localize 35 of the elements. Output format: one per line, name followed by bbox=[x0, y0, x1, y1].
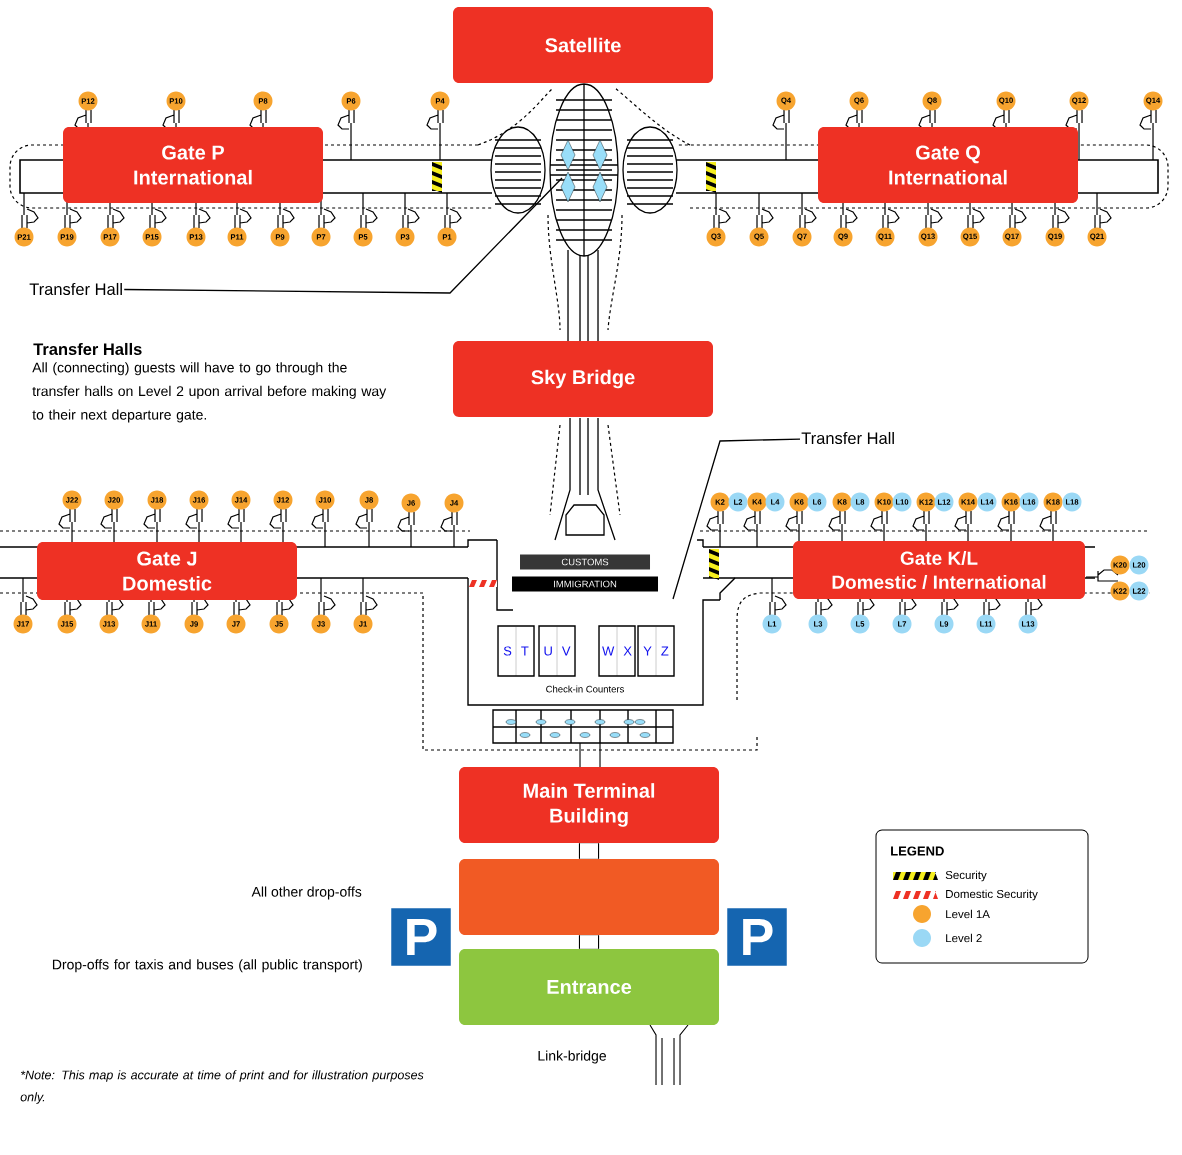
legend-label: Security bbox=[945, 870, 987, 882]
label-box: Gate Q International bbox=[818, 127, 1078, 203]
footnote: *Note: This map is accurate at time of print and for illustration purposes only. bbox=[20, 1070, 424, 1104]
corridor bbox=[578, 935, 600, 949]
check-in-counter: W X bbox=[598, 625, 636, 677]
area-label: Link-bridge bbox=[538, 1050, 606, 1064]
note-text: All other drop-offs bbox=[251, 886, 362, 900]
legend-title: LEGEND bbox=[891, 846, 944, 856]
legend-label: Domestic Security bbox=[946, 889, 1038, 901]
corridor bbox=[578, 843, 600, 859]
label-box: Satellite bbox=[453, 7, 713, 83]
check-in-counter: U V bbox=[538, 625, 576, 677]
label-box: Entrance bbox=[459, 949, 719, 1025]
legend-label: Level 1A bbox=[946, 909, 990, 919]
parking-sign: P bbox=[388, 905, 454, 969]
sign-bar: IMMIGRATION bbox=[512, 576, 658, 592]
label-box: Sky Bridge bbox=[453, 341, 713, 417]
paragraph: All (connecting) guests will have to go through the transfer halls on Level 2 upon arrival before making way to their next departure gate. bbox=[32, 362, 387, 423]
label-box: Gate K/L Domestic / International bbox=[793, 541, 1085, 599]
leader-line bbox=[672, 438, 801, 600]
building-box bbox=[459, 859, 719, 935]
leader-line bbox=[123, 177, 563, 294]
sign-bar: CUSTOMS bbox=[520, 554, 650, 570]
label-box: Main Terminal Building bbox=[459, 767, 719, 843]
legend-label: Level 2 bbox=[946, 933, 982, 943]
label-box: Gate P International bbox=[63, 127, 323, 203]
callout-text: Transfer Hall bbox=[801, 431, 894, 445]
area-label: Check-in Counters bbox=[546, 685, 624, 693]
check-in-counter: S T bbox=[497, 625, 535, 677]
heading: Transfer Halls bbox=[33, 342, 142, 356]
note-text: Drop-offs for taxis and buses (all public transport) bbox=[52, 959, 362, 973]
callout-text: Transfer Hall bbox=[29, 282, 122, 296]
check-in-counter: Y Z bbox=[637, 625, 675, 677]
parking-sign: P bbox=[724, 905, 790, 969]
label-box: Gate J Domestic bbox=[37, 542, 297, 600]
